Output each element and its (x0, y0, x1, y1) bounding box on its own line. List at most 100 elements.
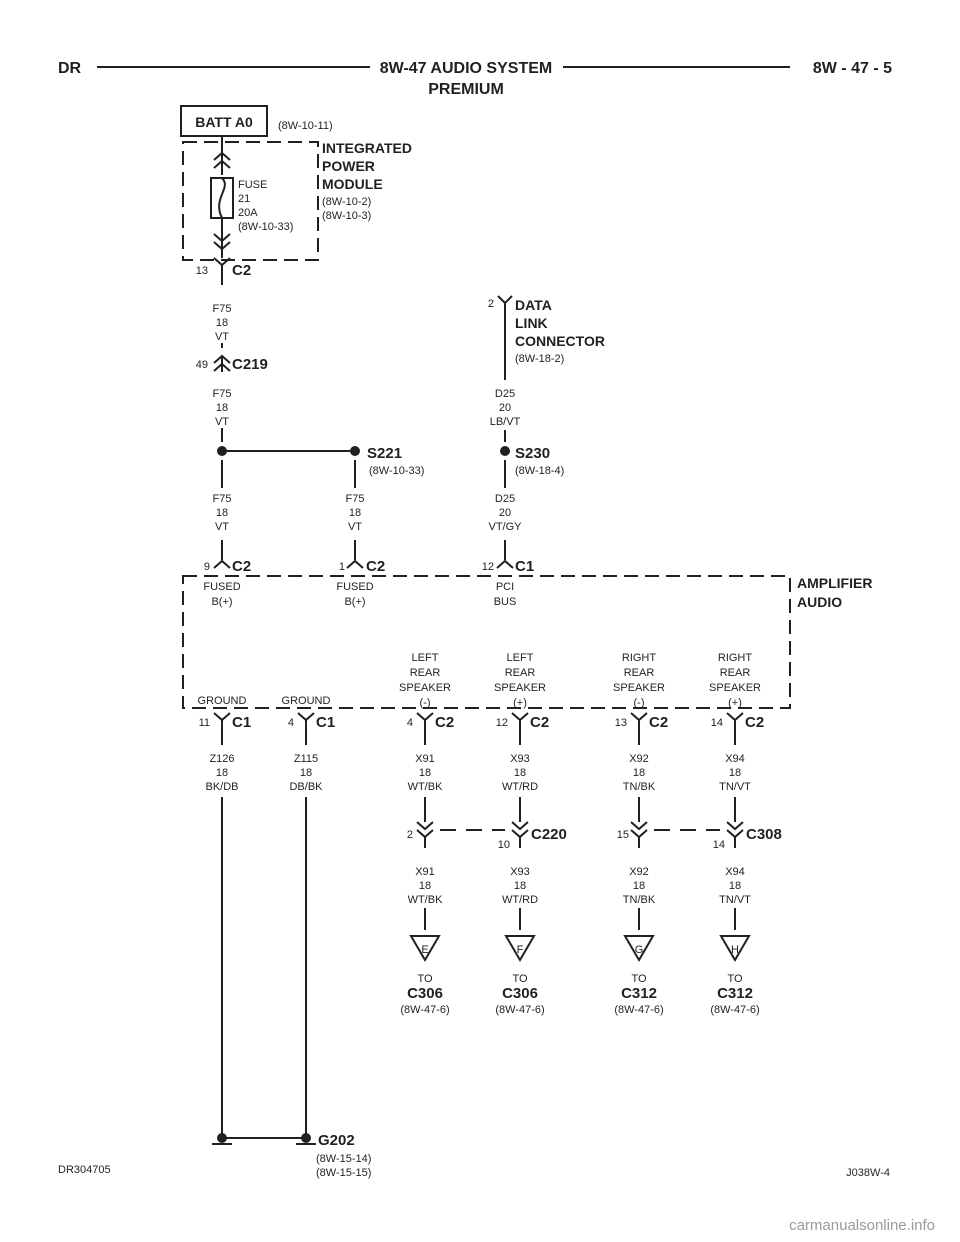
wire-x92b-color: TN/BK (623, 894, 656, 906)
wire-d25-a-color: LB/VT (490, 416, 521, 428)
spk-lr-pos-l3: SPEAKER (494, 682, 546, 694)
spk-lr-neg-l4: (-) (420, 697, 431, 709)
amp-bot-conn-4: C2 (530, 714, 549, 731)
fuse-number: 21 (238, 193, 250, 205)
spk-lr-neg-l3: SPEAKER (399, 682, 451, 694)
s230-ref: (8W-18-4) (515, 465, 564, 477)
wire-x93b-color: WT/RD (502, 894, 538, 906)
wire-x92b-circuit: X92 (629, 866, 649, 878)
wire-f75-b-gauge: 18 (216, 402, 228, 414)
dlc-ref: (8W-18-2) (515, 353, 564, 365)
fuse-ref: (8W-10-33) (238, 221, 293, 233)
ref-page-4: (8W-47-6) (710, 1004, 759, 1016)
spk-lr-pos-l2: REAR (505, 667, 536, 679)
ref-page-3: (8W-47-6) (614, 1004, 663, 1016)
amp-top-label-1b: B(+) (211, 596, 232, 608)
wire-x91b-color: WT/BK (408, 894, 443, 906)
wire-x91a-gauge: 18 (419, 767, 431, 779)
wire-x91a-circuit: X91 (415, 753, 435, 765)
wire-f75-a-circuit: F75 (213, 303, 232, 315)
amp-bot-conn-6: C2 (745, 714, 764, 731)
spk-lr-pos-l1: LEFT (507, 652, 534, 664)
spk-rr-neg-l2: REAR (624, 667, 655, 679)
dlc-name-1: DATA (515, 297, 552, 313)
ref-conn-4: C312 (717, 985, 753, 1002)
spk-rr-pos-l4: (+) (728, 697, 742, 709)
wire-x93a-gauge: 18 (514, 767, 526, 779)
header-left: DR (58, 60, 82, 77)
wire-x92a-gauge: 18 (633, 767, 645, 779)
amp-top-conn-1: C2 (232, 558, 251, 575)
wire-f75-d-circuit: F75 (346, 493, 365, 505)
wire-z126-gauge: 18 (216, 767, 228, 779)
amp-top-conn-3: C1 (515, 558, 534, 575)
ref-page-2: (8W-47-6) (495, 1004, 544, 1016)
amp-top-conn-2: C2 (366, 558, 385, 575)
amp-top-pin-3: 12 (482, 561, 494, 573)
s221-ref: (8W-10-33) (369, 465, 424, 477)
wire-x94b-color: TN/VT (719, 894, 751, 906)
wire-d25-a-gauge: 20 (499, 402, 511, 414)
amp-bot-conn-3: C2 (435, 714, 454, 731)
batt-ref: (8W-10-11) (278, 120, 333, 132)
wire-x91a-color: WT/BK (408, 781, 443, 793)
c219-name: C219 (232, 356, 268, 373)
amp-top-label-1a: FUSED (203, 581, 240, 593)
ref-page-1: (8W-47-6) (400, 1004, 449, 1016)
ref-to-2: TO (512, 973, 528, 985)
amp-top-pin-1: 9 (204, 561, 210, 573)
wire-x94a-color: TN/VT (719, 781, 751, 793)
g202-ref-2: (8W-15-15) (316, 1167, 371, 1179)
amp-ground-label-1: GROUND (198, 695, 247, 707)
watermark: carmanualsonline.info (789, 1217, 935, 1234)
wire-f75-c-color: VT (215, 521, 229, 533)
ipm-name-1: INTEGRATED (322, 140, 412, 156)
amp-top-pin-2: 1 (339, 561, 345, 573)
wire-f75-d-color: VT (348, 521, 362, 533)
c308-pin-a: 15 (617, 829, 629, 841)
ref-letter-h: H (731, 944, 739, 956)
spk-lr-pos-l4: (+) (513, 697, 527, 709)
ref-to-1: TO (417, 973, 433, 985)
c220-pin-b: 10 (498, 839, 510, 851)
amp-bot-conn-1: C1 (232, 714, 251, 731)
wire-d25-b-circuit: D25 (495, 493, 515, 505)
wire-x91b-gauge: 18 (419, 880, 431, 892)
ref-conn-2: C306 (502, 985, 538, 1002)
ref-to-3: TO (631, 973, 647, 985)
wire-z115-gauge: 18 (300, 767, 312, 779)
amp-bot-pin-6: 14 (711, 717, 723, 729)
amp-top-label-2a: FUSED (336, 581, 373, 593)
spk-rr-neg-l4: (-) (634, 697, 645, 709)
wire-x92b-gauge: 18 (633, 880, 645, 892)
amp-ground-label-2: GROUND (282, 695, 331, 707)
spk-lr-neg-l2: REAR (410, 667, 441, 679)
ref-conn-3: C312 (621, 985, 657, 1002)
wire-x92a-circuit: X92 (629, 753, 649, 765)
wire-x93a-circuit: X93 (510, 753, 530, 765)
amp-bot-pin-3: 4 (407, 717, 413, 729)
ref-conn-1: C306 (407, 985, 443, 1002)
header-right: 8W - 47 - 5 (813, 60, 892, 77)
wire-x94b-circuit: X94 (725, 866, 745, 878)
c308-pin-b: 14 (713, 839, 725, 851)
amp-bot-pin-2: 4 (288, 717, 294, 729)
s221-name: S221 (367, 445, 402, 462)
wire-x94a-gauge: 18 (729, 767, 741, 779)
amp-name-1: AMPLIFIER (797, 575, 872, 591)
header-subtitle: PREMIUM (428, 81, 504, 98)
dlc-name-3: CONNECTOR (515, 333, 605, 349)
wire-f75-b-circuit: F75 (213, 388, 232, 400)
wire-f75-c-circuit: F75 (213, 493, 232, 505)
ref-letter-f: F (517, 944, 524, 956)
wire-d25-b-color: VT/GY (488, 521, 522, 533)
ipm-name-3: MODULE (322, 176, 383, 192)
amp-bot-conn-2: C1 (316, 714, 335, 731)
amp-name-2: AUDIO (797, 594, 842, 610)
wire-f75-a-gauge: 18 (216, 317, 228, 329)
footer-right: J038W-4 (846, 1167, 890, 1179)
spk-rr-pos-l2: REAR (720, 667, 751, 679)
amp-bot-pin-4: 12 (496, 717, 508, 729)
wire-x93b-circuit: X93 (510, 866, 530, 878)
